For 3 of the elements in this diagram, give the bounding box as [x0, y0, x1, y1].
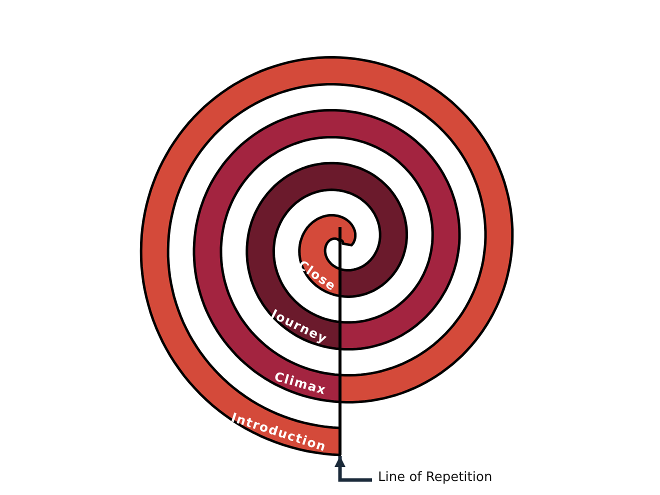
- leader-arrow: [334, 456, 372, 482]
- line-caption: Line of Repetition: [378, 470, 492, 485]
- repetition-line: [338, 227, 342, 455]
